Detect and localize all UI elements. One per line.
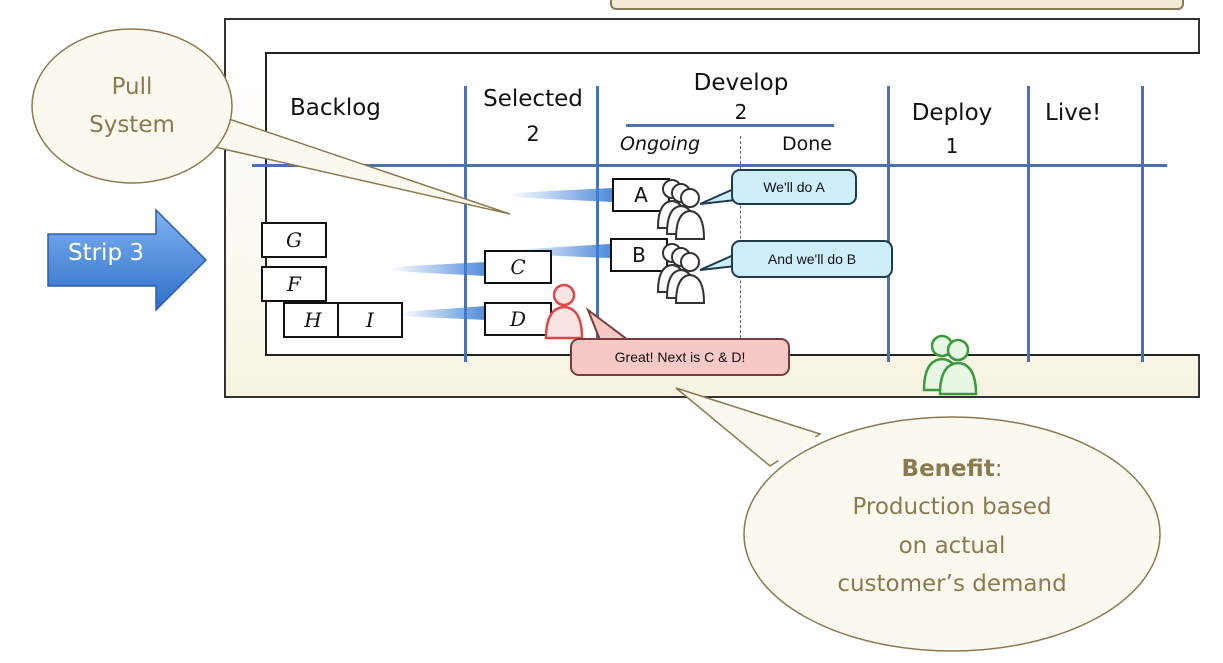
pull-system-callout: [31, 28, 511, 215]
pull-system-line2: System: [89, 112, 175, 138]
column-limit-deploy: 1: [945, 134, 959, 158]
benefit-line-3: customer’s demand: [837, 571, 1067, 597]
column-limit-develop: 2: [734, 100, 748, 124]
subcolumn-header-ongoing: Ongoing: [620, 133, 701, 155]
card-d: D: [484, 302, 552, 336]
column-line-backlog: [464, 86, 467, 362]
column-header-backlog: Backlog: [290, 95, 381, 121]
column-line-develop: [887, 86, 890, 362]
column-header-develop: Develop: [693, 70, 789, 96]
top-decorative-strip: [610, 0, 1184, 10]
developers-icon-b: [656, 243, 706, 304]
card-f: F: [261, 266, 327, 302]
card-i: I: [337, 302, 403, 338]
speech-bubble-next: Great! Next is C & D!: [570, 338, 790, 376]
customer-person-icon: [544, 283, 584, 340]
benefit-title: Benefit:: [810, 456, 1094, 482]
develop-underline: [626, 124, 834, 127]
column-line-deploy: [1027, 86, 1030, 362]
strip-arrow-icon: [47, 208, 208, 312]
column-header-deploy: Deploy: [911, 100, 993, 126]
pull-system-line1: Pull: [111, 74, 153, 100]
column-header-live: Live!: [1045, 100, 1102, 126]
speech-bubble-do-a: We'll do A: [731, 169, 857, 205]
column-header-selected: Selected: [483, 86, 583, 112]
pull-arrow-d: [400, 306, 486, 320]
card-b: B: [610, 238, 668, 272]
card-a: A: [612, 178, 670, 212]
column-limit-selected: 2: [526, 122, 540, 146]
card-g: G: [261, 222, 327, 258]
pull-arrows: [390, 188, 612, 320]
column-line-selected: [596, 86, 599, 362]
benefit-title-word: Benefit: [901, 456, 995, 482]
card-h: H: [283, 302, 343, 338]
developers-icon-a: [656, 179, 706, 240]
subcolumn-header-done: Done: [782, 133, 832, 155]
pull-arrow-c: [390, 262, 486, 276]
benefit-callout: [675, 387, 1161, 652]
header-divider-line: [252, 164, 1167, 167]
benefit-line-2: on actual: [898, 533, 1006, 559]
strip-label: Strip 3: [67, 240, 144, 266]
speech-bubble-do-b: And we'll do B: [731, 240, 893, 278]
column-line-live: [1141, 86, 1144, 362]
card-c: C: [484, 250, 552, 284]
deploy-team-icon: [922, 334, 978, 396]
benefit-line-1: Production based: [852, 494, 1052, 520]
kanban-board: [265, 52, 1200, 356]
benefit-title-colon: :: [994, 456, 1003, 482]
pull-arrow-a: [510, 188, 612, 202]
